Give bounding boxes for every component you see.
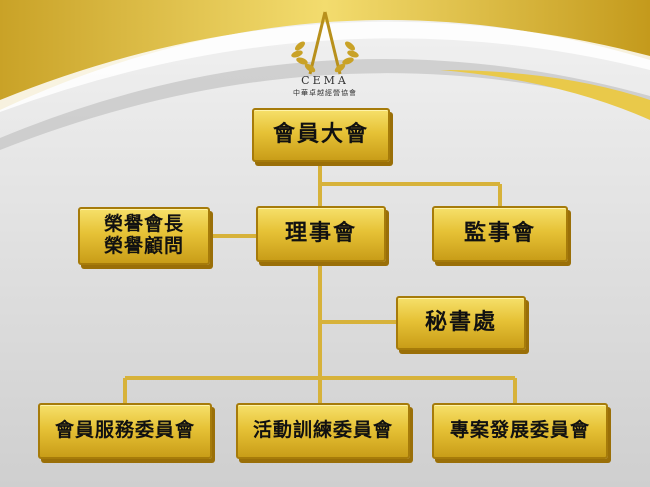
decorative-gold-arc <box>0 0 650 110</box>
cema-logo: CEMA 中華卓越經營協會 <box>270 8 380 97</box>
committee-label: 會員服務委員會 <box>54 419 195 442</box>
laurel-a-icon <box>291 11 359 75</box>
committee-box-member-services: 會員服務委員會 <box>38 403 212 459</box>
committee-box-activities-training: 活動訓練委員會 <box>236 403 410 459</box>
board-label: 理事會 <box>284 221 357 247</box>
supervisors-label: 監事會 <box>463 221 536 247</box>
honorary-box: 榮譽會長 榮譽顧問 <box>78 207 210 265</box>
secretariat-label: 秘書處 <box>424 310 497 336</box>
supervisors-box: 監事會 <box>432 206 568 262</box>
logo-abbreviation: CEMA <box>301 74 349 87</box>
connector-lines <box>123 160 517 403</box>
assembly-label: 會員大會 <box>272 122 369 148</box>
decorative-gray-arc <box>0 59 650 150</box>
committee-box-project-development: 專案發展委員會 <box>432 403 608 459</box>
logo-name: 中華卓越經營協會 <box>293 89 357 97</box>
decorative-white-arc <box>0 21 650 112</box>
decorative-right-sweep <box>440 70 650 120</box>
secretariat-box: 秘書處 <box>396 296 526 350</box>
committee-label: 專案發展委員會 <box>449 419 590 442</box>
honorary-label-2: 榮譽顧問 <box>103 235 184 257</box>
board-box: 理事會 <box>256 206 386 262</box>
assembly-box: 會員大會 <box>252 108 390 162</box>
committee-label: 活動訓練委員會 <box>252 419 393 442</box>
honorary-label-1: 榮譽會長 <box>103 213 184 236</box>
